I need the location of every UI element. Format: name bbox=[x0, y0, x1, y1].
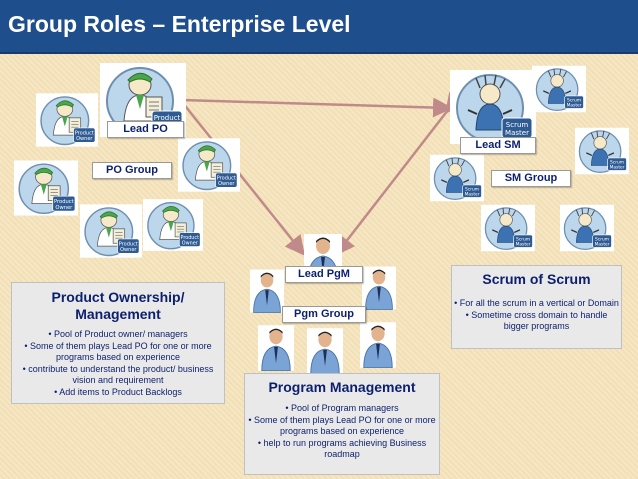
list-item: contribute to understand the product/ bu… bbox=[14, 364, 222, 387]
list-item: Pool of Product owner/ managers bbox=[14, 329, 222, 341]
program-management-heading: Program Management bbox=[268, 379, 416, 395]
product-ownership-heading: Product Ownership/ Management bbox=[12, 289, 224, 323]
arrow-po-sm bbox=[166, 89, 453, 118]
product-owner-icon bbox=[14, 160, 78, 216]
arrow-sm-pgm bbox=[334, 92, 466, 256]
list-item: Sometime cross domain to handle bigger p… bbox=[454, 310, 619, 333]
program-manager-icon bbox=[360, 322, 396, 368]
scrum-master-icon bbox=[532, 65, 586, 113]
program-management-list: Pool of Program managers Some of them pl… bbox=[247, 403, 437, 461]
lead-pgm-label: Lead PgM bbox=[285, 266, 363, 283]
scrum-of-scrum-panel: Scrum of Scrum For all the scrum in a ve… bbox=[451, 265, 622, 349]
scrum-of-scrum-list: For all the scrum in a vertical or Domai… bbox=[454, 298, 619, 333]
list-item: help to run programs achieving Business … bbox=[247, 438, 437, 461]
scrum-master-icon bbox=[430, 154, 484, 202]
scrum-master-icon bbox=[575, 127, 629, 175]
product-ownership-heading-line2: Management bbox=[75, 306, 161, 322]
po-group-label: PO Group bbox=[92, 162, 172, 179]
product-owner-icon bbox=[178, 137, 240, 193]
program-manager-icon bbox=[362, 266, 396, 310]
list-item: Some of them plays Lead PO for one or mo… bbox=[247, 415, 437, 438]
list-item: For all the scrum in a vertical or Domai… bbox=[454, 298, 619, 310]
scrum-master-icon bbox=[481, 204, 535, 252]
program-manager-icon bbox=[258, 325, 294, 371]
list-item: Pool of Program managers bbox=[247, 403, 437, 415]
pgm-group-label: Pgm Group bbox=[282, 306, 366, 323]
list-item: Add items to Product Backlogs bbox=[14, 387, 222, 399]
title-bar: Group Roles – Enterprise Level bbox=[0, 0, 638, 54]
lead-sm-label: Lead SM bbox=[460, 137, 536, 154]
product-owner-icon bbox=[143, 198, 203, 252]
program-manager-icon bbox=[250, 269, 284, 313]
scrum-master-icon bbox=[560, 204, 614, 252]
product-owner-icon bbox=[36, 92, 98, 148]
product-ownership-heading-line1: Product Ownership/ bbox=[51, 289, 185, 305]
product-ownership-list: Pool of Product owner/ managers Some of … bbox=[14, 329, 222, 398]
arrow-po-pgm bbox=[164, 84, 306, 256]
program-management-panel: Program Management Pool of Program manag… bbox=[244, 373, 440, 475]
scrum-master-lead-icon bbox=[450, 70, 536, 144]
product-owner-icon bbox=[80, 203, 142, 259]
product-ownership-panel: Product Ownership/ Management Pool of Pr… bbox=[11, 282, 225, 404]
program-manager-icon bbox=[307, 328, 343, 374]
lead-po-label: Lead PO bbox=[107, 121, 184, 138]
list-item: Some of them plays Lead PO for one or mo… bbox=[14, 341, 222, 364]
slide-title: Group Roles – Enterprise Level bbox=[8, 11, 351, 37]
sm-group-label: SM Group bbox=[491, 170, 571, 187]
scrum-of-scrum-heading: Scrum of Scrum bbox=[452, 270, 621, 288]
